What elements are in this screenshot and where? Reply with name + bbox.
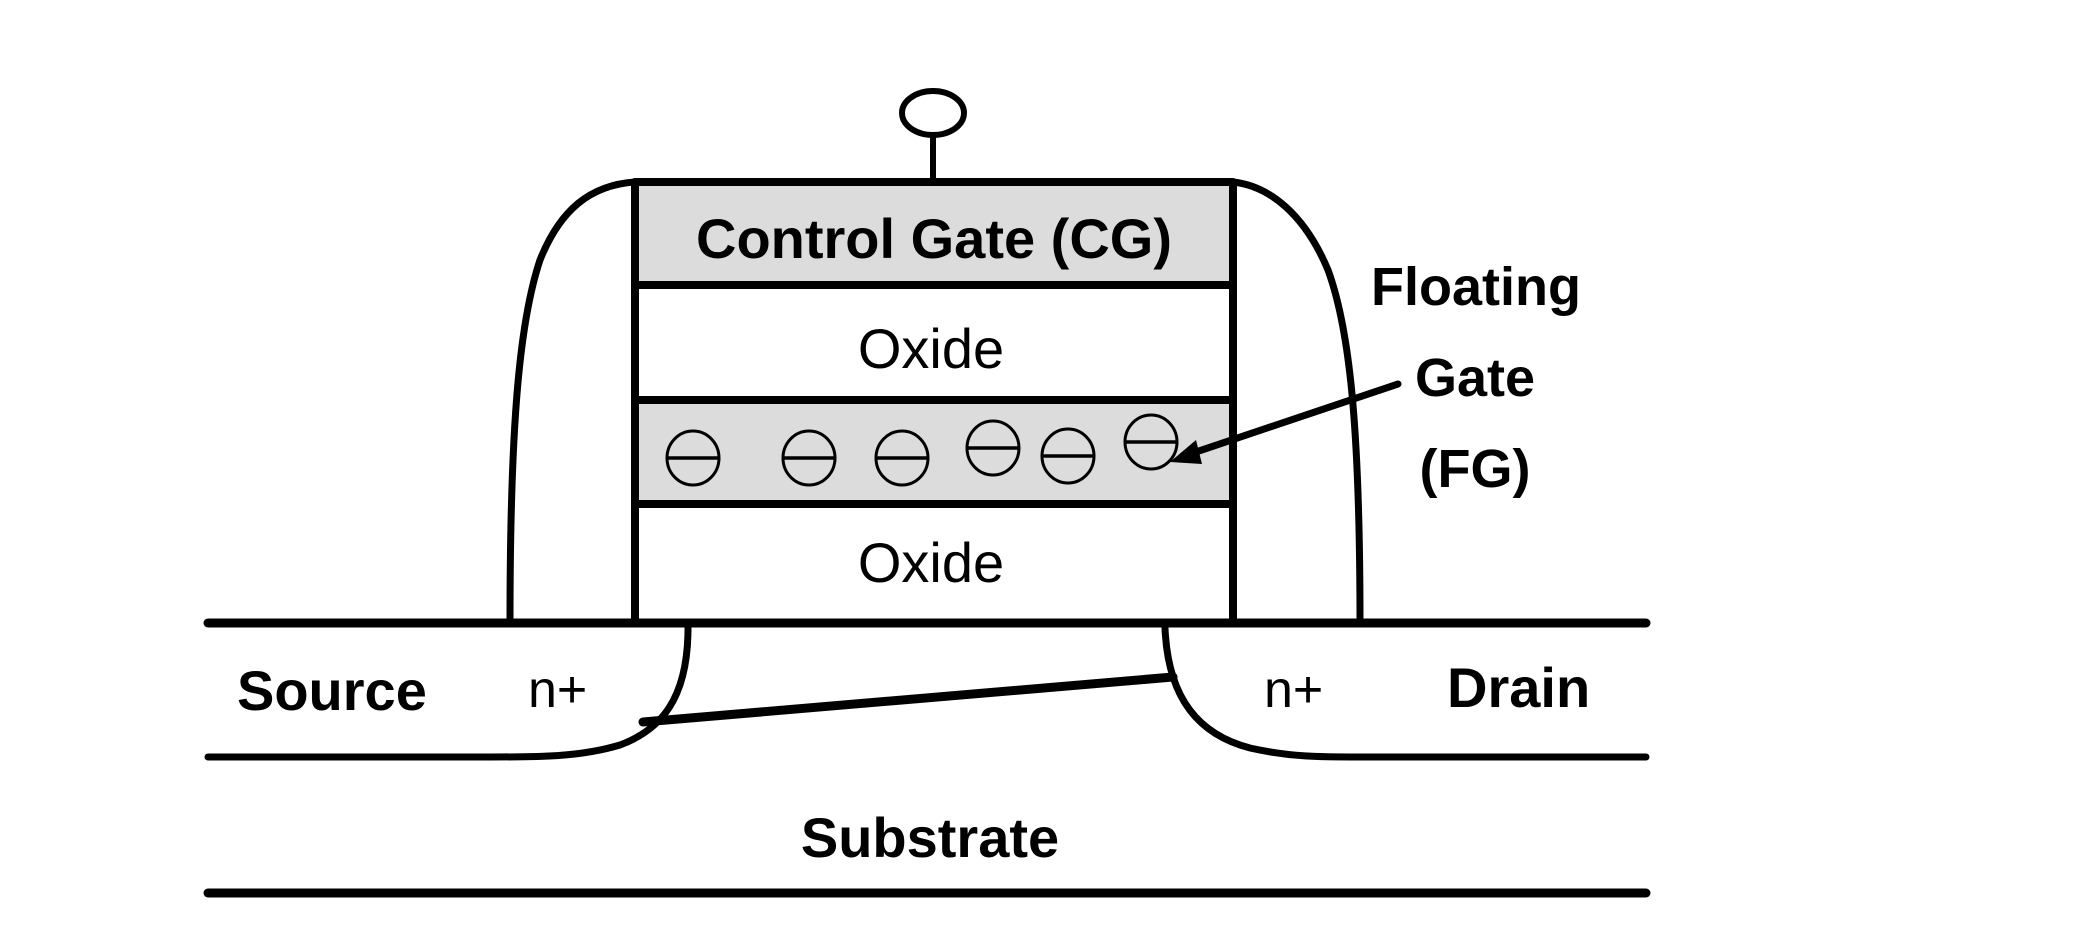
control-gate-label: Control Gate (CG) [696, 207, 1172, 270]
source-junction [204, 624, 692, 761]
drain-label: Drain [1447, 656, 1590, 719]
arrow-head-icon [1170, 440, 1202, 464]
electron-icon [781, 429, 837, 487]
source-doping-label: n+ [528, 661, 587, 719]
arrow-shaft [1186, 380, 1402, 458]
floating-gate-arrow [1170, 380, 1402, 464]
floating-gate-label-line3: (FG) [1420, 439, 1531, 499]
right-sidewall [1229, 178, 1364, 627]
source-label: Source [237, 659, 427, 722]
drain-doping-label: n+ [1264, 661, 1323, 719]
electron-icon [1123, 413, 1179, 471]
electron-icon [874, 429, 930, 487]
oxide-lower-label: Oxide [858, 531, 1004, 594]
channel-line [638, 672, 1178, 727]
electron-icon [965, 419, 1021, 477]
gate-terminal [899, 88, 967, 185]
control-gate-layer [635, 182, 1233, 285]
floating-gate-label-line2: Gate [1415, 348, 1535, 408]
electron-icon [665, 429, 721, 487]
oxide-lower-layer [635, 504, 1233, 623]
electrons-group [665, 413, 1179, 487]
floating-gate-layer [635, 400, 1233, 504]
substrate-label: Substrate [801, 806, 1059, 869]
oxide-upper-layer [635, 285, 1233, 400]
electron-icon [1040, 427, 1096, 485]
oxide-upper-label: Oxide [858, 317, 1004, 380]
floating-gate-label-line1: Floating [1371, 257, 1581, 317]
gate-terminal-node [899, 88, 967, 138]
left-sidewall [506, 178, 639, 627]
